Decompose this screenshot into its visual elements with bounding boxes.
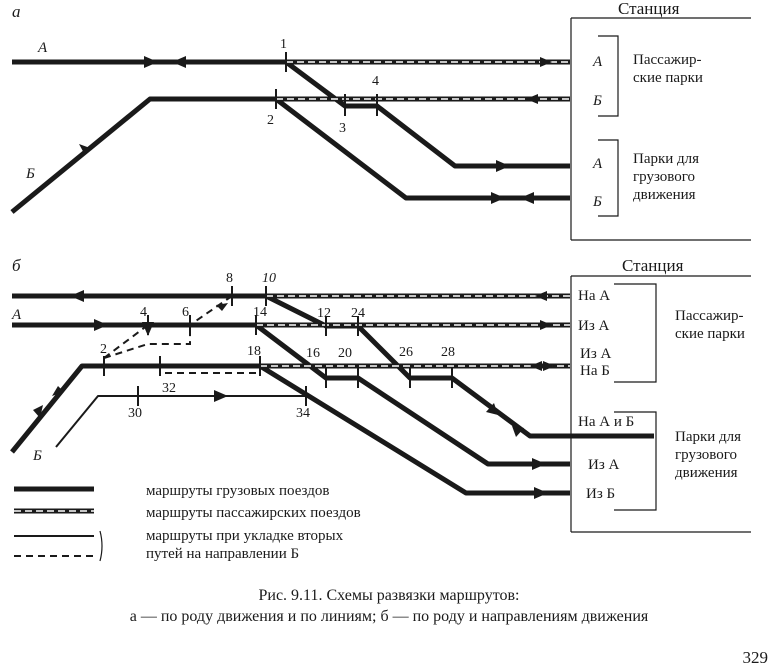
passenger-parks-label-1: Пассажир- bbox=[633, 52, 702, 68]
park-iz-a-freight: Из А bbox=[588, 457, 620, 473]
page-number: 329 bbox=[743, 648, 769, 667]
switch-1-label: 1 bbox=[280, 37, 287, 52]
park-iz-b-freight: Из Б bbox=[586, 486, 615, 502]
dashed-link-8-6 bbox=[189, 295, 233, 326]
legend-second-track-text-1: маршруты при укладке вторых bbox=[146, 528, 344, 544]
arrow-pass-to-a bbox=[535, 291, 547, 301]
passenger-parks-bracket-b bbox=[614, 283, 657, 383]
arrow-freight-out bbox=[512, 426, 524, 437]
switch-18-label: 18 bbox=[247, 344, 261, 359]
switch-34-label: 34 bbox=[296, 406, 310, 421]
arrow-pass-b-out bbox=[526, 94, 538, 104]
arrow-pass-b-in bbox=[543, 361, 555, 371]
arrow-from-a bbox=[94, 319, 108, 331]
switch-10-label: 10 bbox=[262, 271, 276, 286]
freight-route-a-line bbox=[12, 59, 570, 169]
switch-8-label: 8 bbox=[226, 271, 233, 286]
freight-route-b-line bbox=[10, 96, 570, 214]
passenger-parks-label-2: ские парки bbox=[633, 70, 703, 86]
park-a-freight: А bbox=[592, 156, 603, 172]
second-track-b-thin bbox=[55, 395, 306, 448]
freight-parks-label-b-2: грузового bbox=[675, 447, 737, 463]
arrow-freight-in bbox=[486, 403, 498, 415]
track-from-a-freight bbox=[12, 322, 570, 467]
park-na-a: На А bbox=[578, 288, 610, 304]
park-b-freight: Б bbox=[592, 194, 602, 210]
caption-line-1: Рис. 9.11. Схемы развязки маршрутов: bbox=[258, 587, 519, 604]
freight-parks-bracket-b bbox=[614, 411, 657, 511]
legend-brace bbox=[99, 530, 103, 562]
arrow-a-in-1 bbox=[144, 56, 158, 68]
switch-16-label: 16 bbox=[306, 346, 320, 361]
arrow-b-in-1 bbox=[79, 144, 90, 155]
line-a-label-b: А bbox=[11, 307, 22, 323]
passenger-parks-bracket-a bbox=[598, 35, 619, 117]
diagram-a-station-label: Станция bbox=[618, 0, 680, 18]
switch-14-label: 14 bbox=[253, 305, 267, 320]
switch-3-label: 3 bbox=[339, 121, 346, 136]
track-from-b-freight bbox=[10, 363, 570, 496]
legend-second-track-text-2: путей на направлении Б bbox=[146, 546, 299, 562]
arrow-b-in bbox=[33, 405, 43, 418]
arrow-second-b bbox=[214, 390, 228, 402]
freight-parks-bracket-a bbox=[598, 139, 619, 217]
line-b-label-b: Б bbox=[32, 448, 42, 464]
arrow-pass-a-in bbox=[540, 57, 552, 67]
switch-30-label: 30 bbox=[128, 406, 142, 421]
arrow-a-out-1 bbox=[172, 56, 186, 68]
park-iz-a: Из А bbox=[578, 318, 610, 334]
switch-6-label: 6 bbox=[182, 305, 189, 320]
park-iz-a-2: Из А bbox=[580, 346, 612, 362]
passenger-parks-label-b-2: ские парки bbox=[675, 326, 745, 342]
arrow-from-a-park bbox=[532, 458, 546, 470]
switch-2-label-b: 2 bbox=[100, 342, 107, 357]
caption-line-2: а — по роду движения и по линиям; б — по… bbox=[130, 608, 649, 625]
arrow-to-a bbox=[70, 290, 84, 302]
park-na-a-i-b: На А и Б bbox=[578, 414, 634, 430]
park-na-b: На Б bbox=[580, 363, 610, 379]
switch-2-label: 2 bbox=[267, 113, 274, 128]
arrow-freight-b-in bbox=[491, 192, 505, 204]
switch-4-label-b: 4 bbox=[140, 305, 147, 320]
switch-24-label: 24 bbox=[351, 306, 365, 321]
freight-parks-label-1: Парки для bbox=[633, 151, 699, 167]
arrow-freight-a-in bbox=[496, 160, 510, 172]
line-b-label: Б bbox=[25, 166, 35, 182]
arrow-from-b-park bbox=[534, 487, 548, 499]
diagram-b-letter: б bbox=[12, 256, 21, 275]
arrow-freight-b-out bbox=[520, 192, 534, 204]
freight-parks-label-b-3: движения bbox=[675, 465, 738, 481]
switch-28-label: 28 bbox=[441, 345, 455, 360]
dashed-link-4-2 bbox=[103, 324, 149, 359]
arrow-b-out bbox=[52, 386, 64, 396]
freight-parks-label-2: грузового bbox=[633, 169, 695, 185]
line-a-label: А bbox=[37, 40, 48, 56]
freight-parks-label-3: движения bbox=[633, 187, 696, 203]
park-b-passenger: Б bbox=[592, 93, 602, 109]
freight-parks-label-b-1: Парки для bbox=[675, 429, 741, 445]
switch-4-label: 4 bbox=[372, 74, 379, 89]
legend-passenger-text: маршруты пассажирских поездов bbox=[146, 505, 361, 521]
park-a-passenger: А bbox=[592, 54, 603, 70]
switch-20-label: 20 bbox=[338, 346, 352, 361]
legend-freight-text: маршруты грузовых поездов bbox=[146, 483, 329, 499]
switch-26-label: 26 bbox=[399, 345, 413, 360]
arrow-pass-b-out bbox=[530, 361, 542, 371]
diagram-a-letter: а bbox=[12, 2, 21, 21]
arrow-pass-from-a bbox=[540, 320, 552, 330]
arrow-switch-8 bbox=[216, 303, 228, 311]
passenger-parks-label-b-1: Пассажир- bbox=[675, 308, 744, 324]
switch-32-label: 32 bbox=[162, 381, 176, 396]
switch-12-label: 12 bbox=[317, 306, 331, 321]
diagram-b-station-label: Станция bbox=[622, 256, 684, 275]
